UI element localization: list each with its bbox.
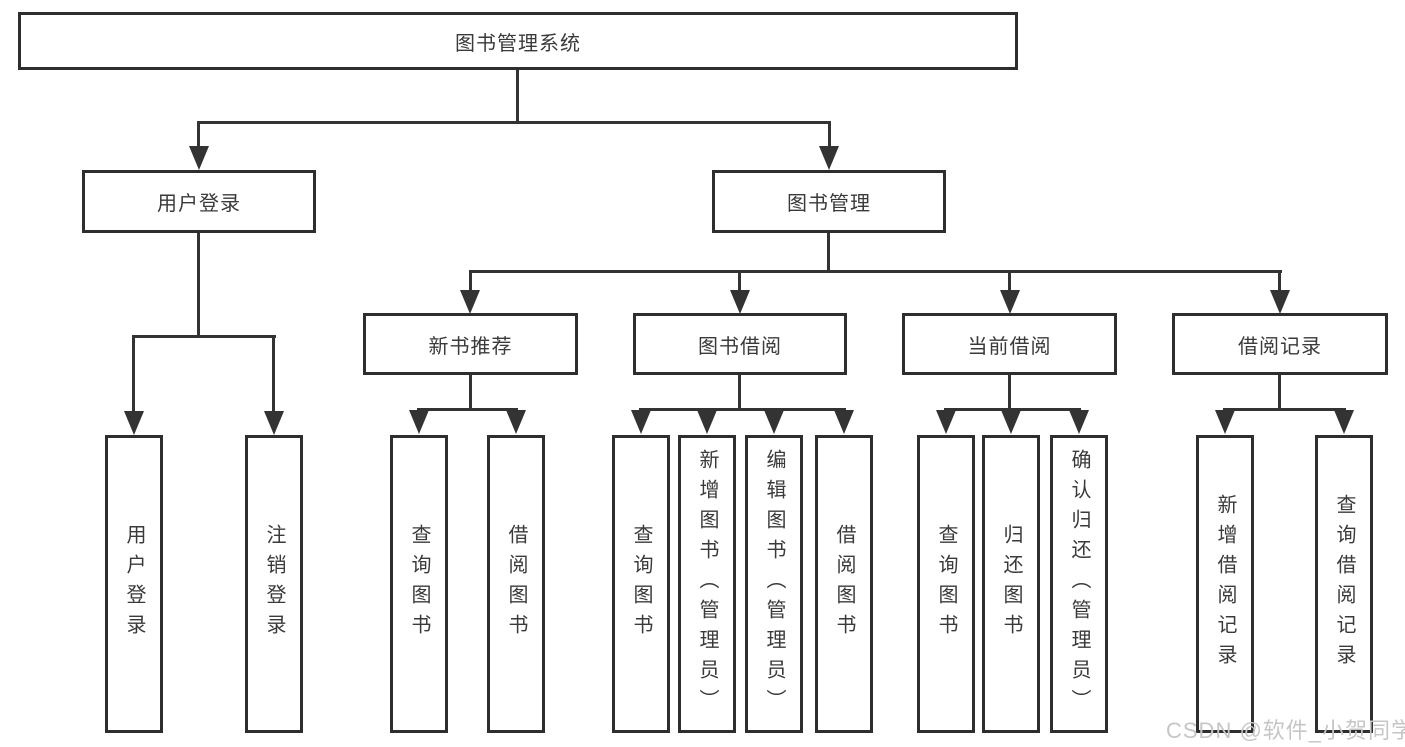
node-label: 图书管理 (787, 193, 871, 215)
leaf-query-books-current: 查询图书 (917, 435, 975, 733)
node-label: 当前借阅 (967, 335, 1052, 358)
arrowhead-down-icon (189, 146, 209, 170)
arrowhead-down-icon (936, 410, 956, 434)
leaf-add-borrow-record: 新增借阅记录 (1196, 435, 1254, 733)
leaf-label: 确认归还（管理员） (1068, 449, 1090, 719)
node-borrowing-records: 借阅记录 (1172, 313, 1388, 375)
connector-line (738, 375, 741, 411)
arrowhead-down-icon (1001, 410, 1021, 434)
leaf-return-books: 归还图书 (982, 435, 1040, 733)
connector-line (197, 121, 200, 148)
connector-line (1278, 270, 1281, 291)
connector-line (944, 408, 1081, 411)
connector-line (132, 335, 135, 412)
leaf-label: 归还图书 (1000, 524, 1022, 644)
leaf-add-books-admin: 新增图书（管理员） (678, 435, 736, 733)
connector-line (738, 270, 741, 291)
connector-line (272, 335, 275, 412)
leaf-query-books-recommend: 查询图书 (390, 435, 448, 733)
arrowhead-down-icon (764, 410, 784, 434)
connector-line (1008, 375, 1011, 411)
connector-line (197, 121, 831, 124)
node-book-management: 图书管理 (712, 170, 946, 233)
arrowhead-down-icon (1215, 410, 1235, 434)
arrowhead-down-icon (124, 411, 144, 435)
leaf-query-books: 查询图书 (612, 435, 670, 733)
connector-line (469, 270, 472, 291)
node-label: 新书推荐 (428, 335, 513, 358)
leaf-label: 用户登录 (123, 524, 145, 644)
node-user-login: 用户登录 (82, 170, 316, 233)
connector-line (639, 408, 846, 411)
leaf-borrow-books: 借阅图书 (815, 435, 873, 733)
arrowhead-down-icon (264, 411, 284, 435)
leaf-label: 新增图书（管理员） (696, 449, 718, 719)
connector-line (1223, 408, 1346, 411)
node-label: 图书借阅 (698, 335, 782, 358)
arrowhead-down-icon (1000, 290, 1020, 314)
node-book-borrowing: 图书借阅 (633, 313, 847, 375)
node-label: 图书管理系统 (455, 32, 581, 55)
connector-line (828, 121, 831, 148)
leaf-label: 查询图书 (935, 524, 957, 644)
arrowhead-down-icon (631, 410, 651, 434)
leaf-label: 编辑图书（管理员） (763, 449, 785, 719)
arrowhead-down-icon (834, 410, 854, 434)
connector-line (197, 233, 200, 338)
node-new-book-recommendation: 新书推荐 (363, 313, 578, 375)
node-label: 借阅记录 (1238, 335, 1322, 358)
leaf-label: 查询图书 (408, 524, 430, 644)
connector-line (469, 375, 472, 411)
leaf-query-borrow-record: 查询借阅记录 (1315, 435, 1373, 733)
arrowhead-down-icon (697, 410, 717, 434)
leaf-label: 借阅图书 (833, 524, 855, 644)
leaf-label: 新增借阅记录 (1214, 494, 1236, 674)
watermark-text: CSDN @软件_小贺同学 (1166, 718, 1405, 743)
leaf-logout: 注销登录 (245, 435, 303, 733)
connector-line (827, 233, 830, 273)
arrowhead-down-icon (460, 290, 480, 314)
connector-line (1008, 270, 1011, 291)
connector-line (417, 408, 518, 411)
leaf-confirm-return-admin: 确认归还（管理员） (1050, 435, 1108, 733)
arrowhead-down-icon (506, 410, 526, 434)
leaf-label: 借阅图书 (505, 524, 527, 644)
arrowhead-down-icon (819, 146, 839, 170)
arrowhead-down-icon (1270, 290, 1290, 314)
connector-line (132, 335, 276, 338)
leaf-label: 注销登录 (263, 524, 285, 644)
node-library-management-system: 图书管理系统 (18, 12, 1018, 70)
arrowhead-down-icon (409, 410, 429, 434)
connector-line (516, 70, 519, 122)
connector-line (1278, 375, 1281, 411)
leaf-user-login: 用户登录 (105, 435, 163, 733)
connector-line (469, 270, 1282, 273)
leaf-edit-books-admin: 编辑图书（管理员） (745, 435, 803, 733)
leaf-label: 查询图书 (630, 524, 652, 644)
leaf-borrow-books-recommend: 借阅图书 (487, 435, 545, 733)
leaf-label: 查询借阅记录 (1333, 494, 1355, 674)
arrowhead-down-icon (730, 290, 750, 314)
node-label: 用户登录 (157, 193, 241, 215)
arrowhead-down-icon (1334, 410, 1354, 434)
node-current-borrowing: 当前借阅 (902, 313, 1117, 375)
arrowhead-down-icon (1069, 410, 1089, 434)
